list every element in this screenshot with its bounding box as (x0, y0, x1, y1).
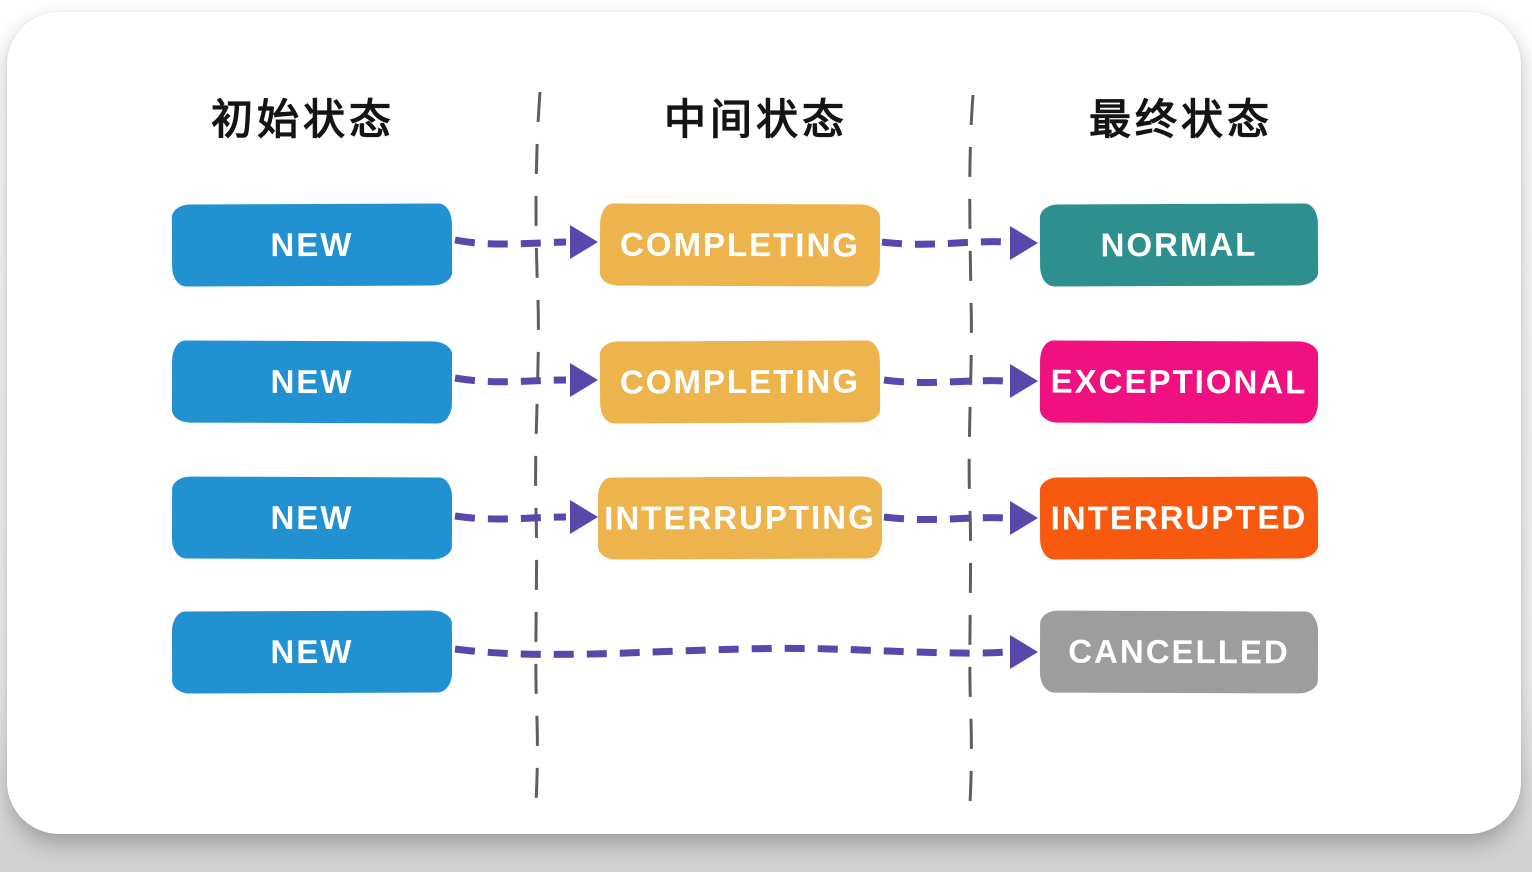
column-header-final: 最终状态 (1088, 96, 1273, 143)
state-box-new-row2: NEW (171, 340, 453, 424)
state-box-completing-row1: COMPLETING (599, 203, 881, 287)
state-box-new-row3: NEW (171, 476, 453, 560)
column-header-intermediate: 中间状态 (663, 96, 848, 143)
state-box-normal: NORMAL (1039, 203, 1319, 287)
state-box-interrupted: INTERRUPTED (1039, 476, 1319, 560)
state-box-new-row4: NEW (171, 610, 453, 694)
state-box-new-row1: NEW (171, 203, 453, 287)
state-box-cancelled: CANCELLED (1039, 610, 1319, 694)
state-box-completing-row2: COMPLETING (599, 340, 881, 424)
state-box-exceptional: EXCEPTIONAL (1039, 340, 1319, 424)
column-header-initial: 初始状态 (210, 96, 395, 143)
state-box-interrupting: INTERRUPTING (597, 476, 883, 560)
